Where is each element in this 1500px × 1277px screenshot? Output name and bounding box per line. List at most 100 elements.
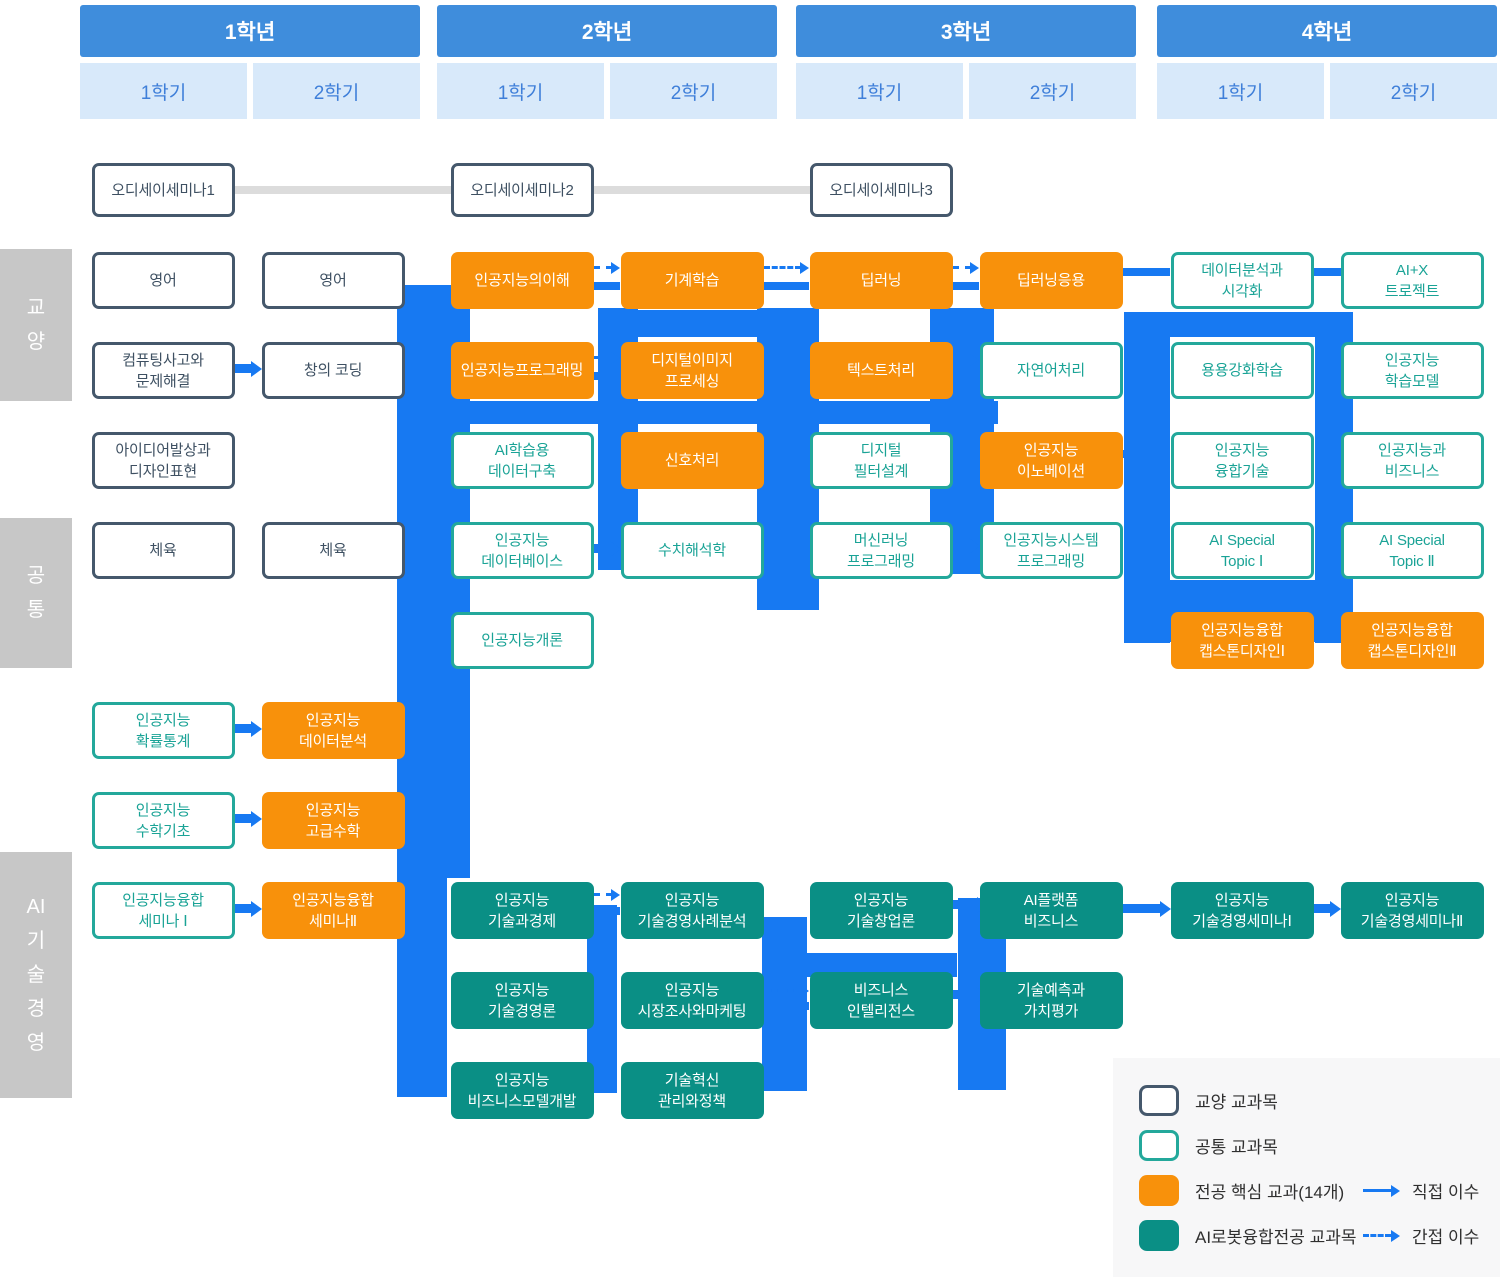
course-box: 인공지능 기술경영사례분석 bbox=[620, 882, 764, 939]
connector-band bbox=[757, 308, 819, 610]
course-box: 딥러닝 bbox=[809, 252, 953, 309]
course-box: 인공지능 데이터분석 bbox=[261, 702, 405, 759]
course-box: AI Special Topic Ⅱ bbox=[1340, 522, 1484, 579]
connector-strip bbox=[1122, 268, 1170, 276]
legend-swatch-ge bbox=[1139, 1085, 1179, 1116]
legend-arrow-label: 직접 이수 bbox=[1412, 1183, 1480, 1202]
course-box: 아이디어발상과 디자인표현 bbox=[91, 432, 235, 489]
course-box: 인공지능융합 세미나 Ⅰ bbox=[91, 882, 235, 939]
direct-arrow bbox=[952, 900, 979, 909]
course-box: 인공지능프로그래밍 bbox=[450, 342, 594, 399]
semester-header-3-2: 2학기 bbox=[969, 63, 1136, 119]
direct-arrow bbox=[234, 724, 253, 733]
legend-item-label: 전공 핵심 교과(14개) bbox=[1195, 1183, 1345, 1202]
course-box: 인공지능 기술창업론 bbox=[809, 882, 953, 939]
course-box: 영어 bbox=[91, 252, 235, 309]
course-box: 기술혁신 관리와정책 bbox=[620, 1062, 764, 1119]
course-box: 창의 코딩 bbox=[261, 342, 405, 399]
course-box: 수치해석학 bbox=[620, 522, 764, 579]
course-box: 오디세이세미나2 bbox=[450, 163, 594, 217]
indirect-arrow bbox=[594, 266, 612, 269]
course-box: 인공지능 기술경영론 bbox=[450, 972, 594, 1029]
direct-arrow bbox=[234, 814, 253, 823]
direct-arrow bbox=[594, 544, 612, 553]
course-box: 기계학습 bbox=[620, 252, 764, 309]
indirect-arrow-head-icon bbox=[611, 351, 620, 364]
legend-arrow-head-icon bbox=[1391, 1229, 1400, 1242]
semester-header-3-1: 1학기 bbox=[796, 63, 963, 119]
direct-arrow bbox=[953, 541, 971, 550]
year-header-2: 2학년 bbox=[437, 5, 777, 57]
course-box: 체육 bbox=[91, 522, 235, 579]
course-box: 인공지능 학습모델 bbox=[1340, 342, 1484, 399]
connector-strip bbox=[953, 282, 979, 290]
course-box: 인공지능 기술경영세미나Ⅱ bbox=[1340, 882, 1484, 939]
direct-arrow-legend-icon bbox=[1363, 1189, 1391, 1192]
semester-header-1-1: 1학기 bbox=[80, 63, 247, 119]
course-box: 인공지능 기술과경제 bbox=[450, 882, 594, 939]
year-header-3: 3학년 bbox=[796, 5, 1136, 57]
semester-header-2-2: 2학기 bbox=[610, 63, 777, 119]
course-box: 오디세이세미나3 bbox=[809, 163, 953, 217]
course-box: 인공지능 데이터베이스 bbox=[450, 522, 594, 579]
course-box: 인공지능 융합기술 bbox=[1170, 432, 1314, 489]
course-box: 자연어처리 bbox=[979, 342, 1123, 399]
direct-arrow-head-icon bbox=[251, 720, 262, 737]
course-box: 인공지능의이해 bbox=[450, 252, 594, 309]
indirect-arrow bbox=[594, 893, 612, 896]
course-box: 딥러닝응용 bbox=[979, 252, 1123, 309]
connector-strip bbox=[1122, 450, 1170, 458]
course-box: 인공지능융합 세미나Ⅱ bbox=[261, 882, 405, 939]
semester-header-1-2: 2학기 bbox=[253, 63, 420, 119]
course-box: 인공지능융합 캡스톤디자인Ⅰ bbox=[1170, 612, 1314, 669]
course-box: 인공지능 수학기초 bbox=[91, 792, 235, 849]
course-box: 인공지능 이노베이션 bbox=[979, 432, 1123, 489]
legend-swatch-mgmt bbox=[1139, 1220, 1179, 1251]
connector-strip bbox=[594, 907, 620, 915]
connector-strip bbox=[1313, 268, 1341, 276]
direct-arrow bbox=[940, 990, 978, 999]
direct-arrow-head-icon bbox=[969, 537, 980, 554]
direct-arrow bbox=[1313, 904, 1332, 913]
semester-header-4-1: 1학기 bbox=[1157, 63, 1324, 119]
course-box: 머신러닝 프로그래밍 bbox=[809, 522, 953, 579]
semester-header-4-2: 2학기 bbox=[1330, 63, 1497, 119]
course-box: 비즈니스 인텔리전스 bbox=[809, 972, 953, 1029]
semester-header-2-1: 1학기 bbox=[437, 63, 604, 119]
connector-band bbox=[1124, 312, 1353, 337]
course-box: 컴퓨팅사고와 문제해결 bbox=[91, 342, 235, 399]
course-box: 인공지능 비즈니스모델개발 bbox=[450, 1062, 594, 1119]
course-box: AI플랫폼 비즈니스 bbox=[979, 882, 1123, 939]
indirect-arrow bbox=[953, 266, 971, 269]
legend-item-label: 교양 교과목 bbox=[1195, 1093, 1278, 1112]
connector-band bbox=[598, 310, 819, 337]
course-box: AI학습용 데이터구축 bbox=[450, 432, 594, 489]
section-label-mgmt: AI 기 술 경 영 bbox=[0, 852, 72, 1098]
indirect-arrow-head-icon bbox=[611, 261, 620, 274]
connector-strip bbox=[953, 372, 979, 380]
legend-swatch-cm bbox=[1139, 1130, 1179, 1161]
course-box: 체육 bbox=[261, 522, 405, 579]
direct-arrow bbox=[234, 904, 253, 913]
indirect-arrow-head-icon bbox=[800, 984, 809, 997]
indirect-arrow-head-icon bbox=[611, 888, 620, 901]
course-box: 기술예측과 가치평가 bbox=[979, 972, 1123, 1029]
connector-band bbox=[397, 878, 447, 1097]
connector-strip bbox=[764, 1002, 809, 1010]
course-box: 용용강화학습 bbox=[1170, 342, 1314, 399]
section-label-cm: 공 통 bbox=[0, 518, 72, 668]
course-box: 인공지능 확률통계 bbox=[91, 702, 235, 759]
legend-item-label: AI로봇융합전공 교과목 bbox=[1195, 1228, 1357, 1247]
indirect-arrow-head-icon bbox=[970, 353, 979, 366]
direct-arrow-head-icon bbox=[610, 540, 621, 557]
section-label-ge: 교 양 bbox=[0, 249, 72, 401]
course-box: AI+X 트로젝트 bbox=[1340, 252, 1484, 309]
legend-arrow-label: 간접 이수 bbox=[1412, 1228, 1480, 1247]
course-box: 인공지능융합 캡스톤디자인Ⅱ bbox=[1340, 612, 1484, 669]
direct-arrow-head-icon bbox=[251, 360, 262, 377]
course-box: 인공지능시스템 프로그래밍 bbox=[979, 522, 1123, 579]
indirect-arrow bbox=[764, 989, 801, 992]
connector-band bbox=[397, 401, 998, 424]
year-header-1: 1학년 bbox=[80, 5, 420, 57]
